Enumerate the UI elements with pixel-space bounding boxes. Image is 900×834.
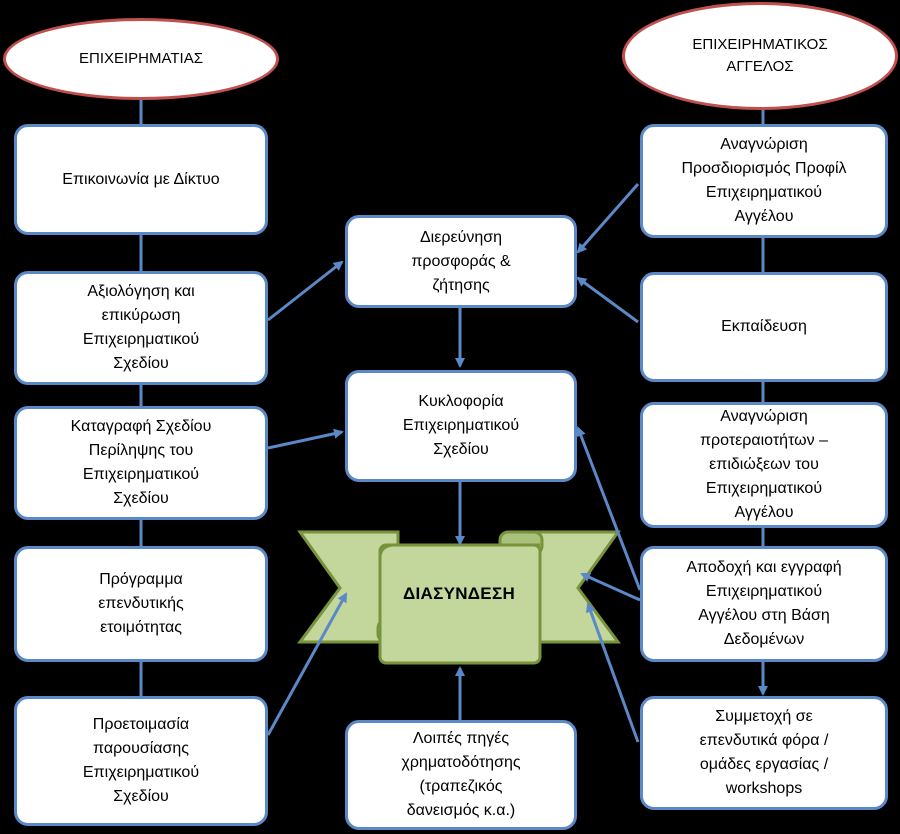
- banner-top-fold: [378, 543, 540, 559]
- arrow-left5-to-banner: [266, 592, 348, 736]
- left-step-readiness: Πρόγραμμα επενδυτικής ετοιμότητας: [14, 546, 268, 662]
- right-step-label: Συμμετοχή σε επενδυτικά φόρα / ομάδες ερ…: [699, 708, 829, 797]
- right-step-profile: Αναγνώριση Προσδιορισμός Προφίλ Επιχειρη…: [640, 124, 888, 238]
- left-step-label: Επικοινωνία με Δίκτυο: [62, 170, 220, 188]
- left-step-presentation: Προετοιμασία παρουσίασης Επιχειρηματικού…: [14, 696, 268, 826]
- left-step-summary: Καταγραφή Σχεδίου Περίληψης του Επιχειρη…: [14, 406, 268, 520]
- right-step-label: Αποδοχή και εγγραφή Επιχειρηματικού Αγγέ…: [686, 559, 842, 648]
- right-step-training: Εκπαίδευση: [640, 272, 888, 382]
- arrow-left2-to-investigation: [267, 260, 344, 322]
- other-sources-label: Λοιπές πηγές χρηματοδότησης (τραπεζικός …: [401, 730, 521, 819]
- left-step-label: Αξιολόγηση και επικύρωση Επιχειρηματικού…: [82, 283, 200, 372]
- banner-center: [378, 543, 542, 665]
- entrepreneur-oval: ΕΠΙΧΕΙΡΗΜΑΤΙΑΣ: [3, 18, 279, 100]
- arrow-right4-to-banner: [580, 572, 641, 602]
- right-step-label: Εκπαίδευση: [721, 318, 807, 335]
- center-step-label: Κυκλοφορία Επιχειρηματικού Σχεδίου: [402, 393, 520, 458]
- arrow-right1-to-investigation: [576, 183, 640, 254]
- arrow-left3-to-circulation: [267, 428, 344, 450]
- left-step-evaluation: Αξιολόγηση και επικύρωση Επιχειρηματικού…: [14, 271, 268, 385]
- left-step-label: Προετοιμασία παρουσίασης Επιχειρηματικού…: [82, 716, 200, 805]
- arrow-right5-to-banner: [586, 602, 640, 743]
- entrepreneur-title: ΕΠΙΧΕΙΡΗΜΑΤΙΑΣ: [78, 50, 203, 67]
- center-circulation: Κυκλοφορία Επιχειρηματικού Σχεδίου: [345, 370, 577, 482]
- right-step-label: Αναγνώριση Προσδιορισμός Προφίλ Επιχειρη…: [681, 136, 847, 225]
- right-step-label: Αναγνώριση προτεραιοτήτων – επιδιώξεων τ…: [700, 408, 828, 521]
- right-step-forums: Συμμετοχή σε επενδυτικά φόρα / ομάδες ερ…: [640, 696, 888, 810]
- angel-oval: ΕΠΙΧΕΙΡΗΜΑΤΙΚΟΣ ΑΓΓΕΛΟΣ: [622, 2, 898, 110]
- angel-title: ΕΠΙΧΕΙΡΗΜΑΤΙΚΟΣ ΑΓΓΕΛΟΣ: [692, 36, 828, 75]
- center-other-sources: Λοιπές πηγές χρηματοδότησης (τραπεζικός …: [345, 720, 577, 830]
- left-step-network: Επικοινωνία με Δίκτυο: [14, 124, 268, 235]
- right-step-registration: Αποδοχή και εγγραφή Επιχειρηματικού Αγγέ…: [640, 546, 888, 662]
- arrow-right2-to-investigation: [576, 276, 639, 324]
- center-step-label: Διερεύνηση προσφοράς & ζήτησης: [411, 228, 511, 294]
- arrow-right4-to-circulation: [576, 426, 642, 591]
- banner-left-wing: [297, 530, 400, 644]
- connection-label: ΔΙΑΣΥΝΔΕΣΗ: [402, 584, 516, 603]
- right-step-priorities: Αναγνώριση προτεραιοτήτων – επιδιώξεων τ…: [640, 402, 888, 528]
- left-step-label: Καταγραφή Σχεδίου Περίληψης του Επιχειρη…: [70, 418, 212, 507]
- center-investigation: Διερεύνηση προσφοράς & ζήτησης: [345, 215, 577, 308]
- left-step-label: Πρόγραμμα επενδυτικής ετοιμότητας: [98, 571, 184, 636]
